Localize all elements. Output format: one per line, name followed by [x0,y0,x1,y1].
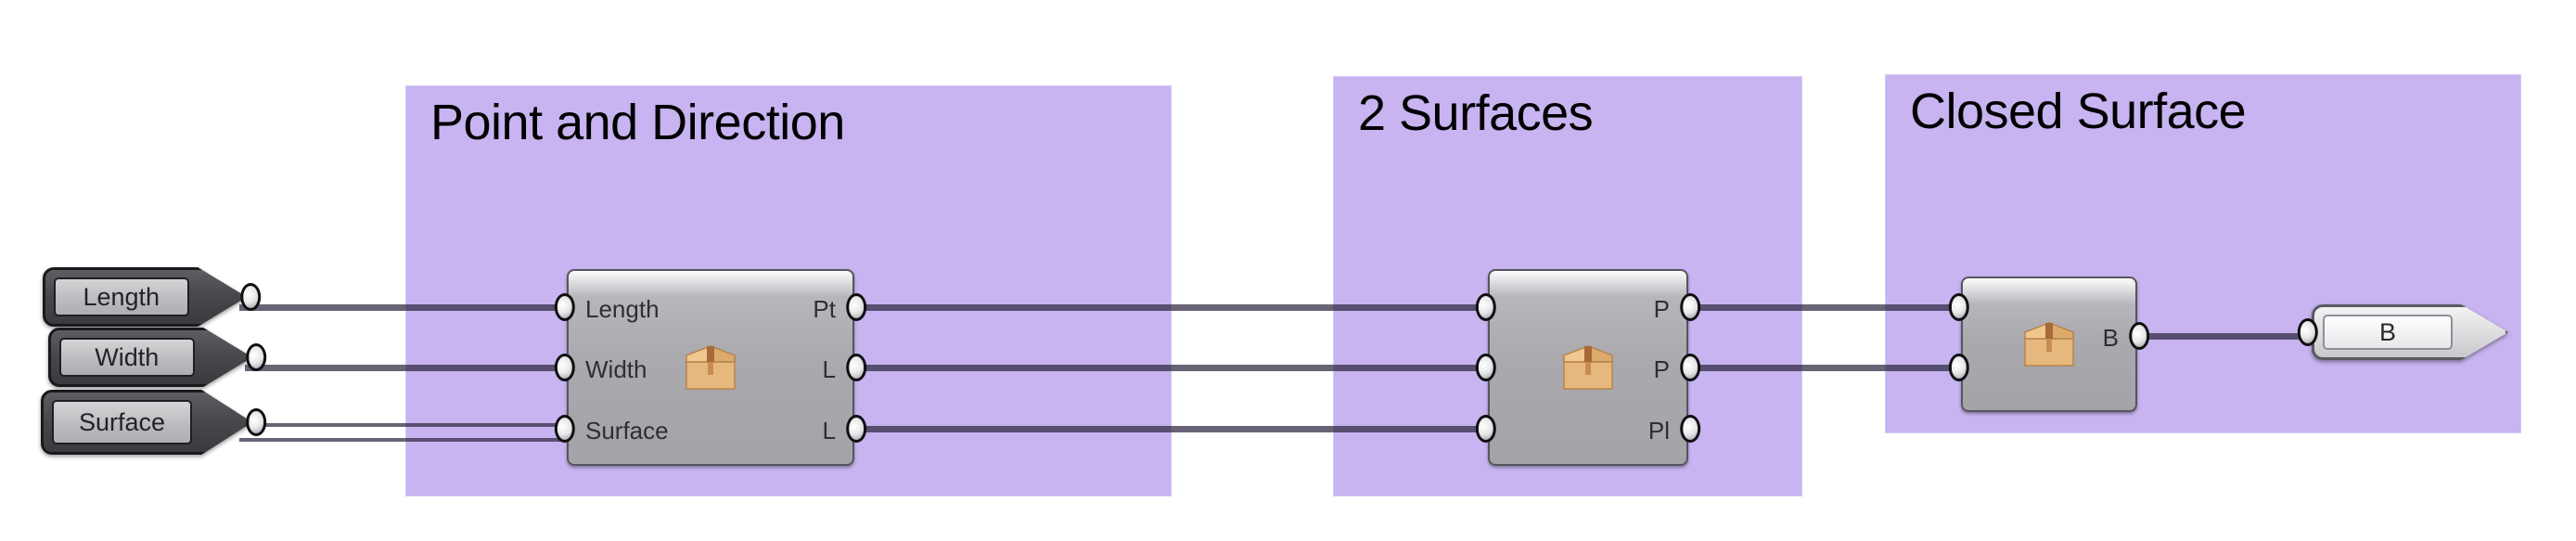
input-label-width: Width [585,355,647,383]
port-knob [1475,354,1496,381]
parameter-body: Width [48,328,252,387]
cluster-box-icon [2024,321,2074,367]
parameter-label: B [2379,317,2397,346]
two-surfaces-cluster-input-port-0[interactable] [1475,293,1496,321]
port-knob [554,415,575,443]
port-knob [554,293,575,321]
port-knob [846,293,867,321]
closed-surface-cluster[interactable]: B [1961,277,2137,412]
cluster2-p1-to-cluster3[interactable] [1686,304,1965,311]
port-knob [846,354,867,381]
port-knob [1948,354,1969,381]
point-and-direction-cluster-output-port-1[interactable] [846,354,867,381]
port-knob [846,415,867,443]
input-param-width[interactable]: Width [48,328,252,387]
cluster3-b-to-param[interactable] [2135,333,2317,340]
point-and-direction-cluster-input-port-0[interactable] [554,293,575,321]
group-title: Closed Surface [1910,84,2247,139]
two-surfaces-cluster-output-port-0[interactable] [1680,293,1701,321]
surface-to-cluster1[interactable] [239,423,573,442]
port-knob [554,354,575,381]
cluster-box-icon [1563,344,1613,390]
point-and-direction-cluster-output-port-2[interactable] [846,415,867,443]
output-label-pl-2: Pl [1647,417,1670,444]
parameter-label-box: Length [54,277,189,316]
port-knob [246,408,267,436]
closed-surface-cluster-input-port-1[interactable] [1948,354,1969,381]
port-knob [2129,322,2150,350]
cluster1-l2-to-cluster2[interactable] [853,426,1493,432]
parameter-label: Surface [78,407,165,436]
input-param-surface[interactable]: Surface [41,390,252,455]
output-label-pt-0: Pt [813,295,836,323]
output-param-b[interactable]: B [2312,304,2508,360]
output-label-p-1: P [1653,355,1670,383]
input-label-length: Length [585,295,660,323]
cluster1-l1-to-cluster2[interactable] [853,365,1493,371]
port-knob [1680,354,1701,381]
parameter-label: Length [83,282,160,311]
closed-surface-cluster-input-port-0[interactable] [1948,293,1969,321]
cluster2-p2-to-cluster3[interactable] [1686,365,1965,371]
two-surfaces-cluster-input-port-2[interactable] [1475,415,1496,443]
parameter-body: Surface [41,390,252,455]
parameter-label-box: Surface [52,400,192,444]
length-to-cluster1[interactable] [239,304,573,311]
parameter-body: Length [43,267,247,327]
point-and-direction-cluster-output-port-0[interactable] [846,293,867,321]
port-knob [1475,415,1496,443]
two-surfaces-cluster-output-port-2[interactable] [1680,415,1701,443]
input-port-b[interactable] [2297,318,2318,346]
width-to-cluster1[interactable] [245,365,573,371]
port-knob [240,283,262,311]
group-title: Point and Direction [430,95,845,150]
group-title: 2 Surfaces [1358,85,1594,141]
two-surfaces-cluster[interactable]: P P Pl [1488,269,1688,466]
port-knob [1680,293,1701,321]
input-param-length[interactable]: Length [43,267,247,327]
port-knob [246,343,267,371]
port-knob [1680,415,1701,443]
output-label-l-1: L [822,355,836,383]
cluster1-pt-to-cluster2[interactable] [853,304,1493,311]
point-and-direction-cluster-input-port-2[interactable] [554,415,575,443]
input-label-surface: Surface [585,417,669,444]
cluster-box-icon [686,344,736,390]
parameter-body: B [2312,304,2508,360]
output-label-l-2: L [822,417,836,444]
two-surfaces-cluster-input-port-1[interactable] [1475,354,1496,381]
output-port-length[interactable] [240,283,262,311]
output-port-width[interactable] [246,343,267,371]
parameter-label-box: B [2323,315,2454,350]
port-knob [1475,293,1496,321]
point-and-direction-cluster-input-port-1[interactable] [554,354,575,381]
output-label-p-0: P [1653,295,1670,323]
output-port-surface[interactable] [246,408,267,436]
closed-surface-cluster-output-port-0[interactable] [2129,322,2150,350]
port-knob [2297,318,2318,346]
parameter-label-box: Width [59,338,195,377]
parameter-label: Width [95,342,160,371]
two-surfaces-cluster-output-port-1[interactable] [1680,354,1701,381]
port-knob [1948,293,1969,321]
output-label-b-0: B [2102,324,2119,352]
